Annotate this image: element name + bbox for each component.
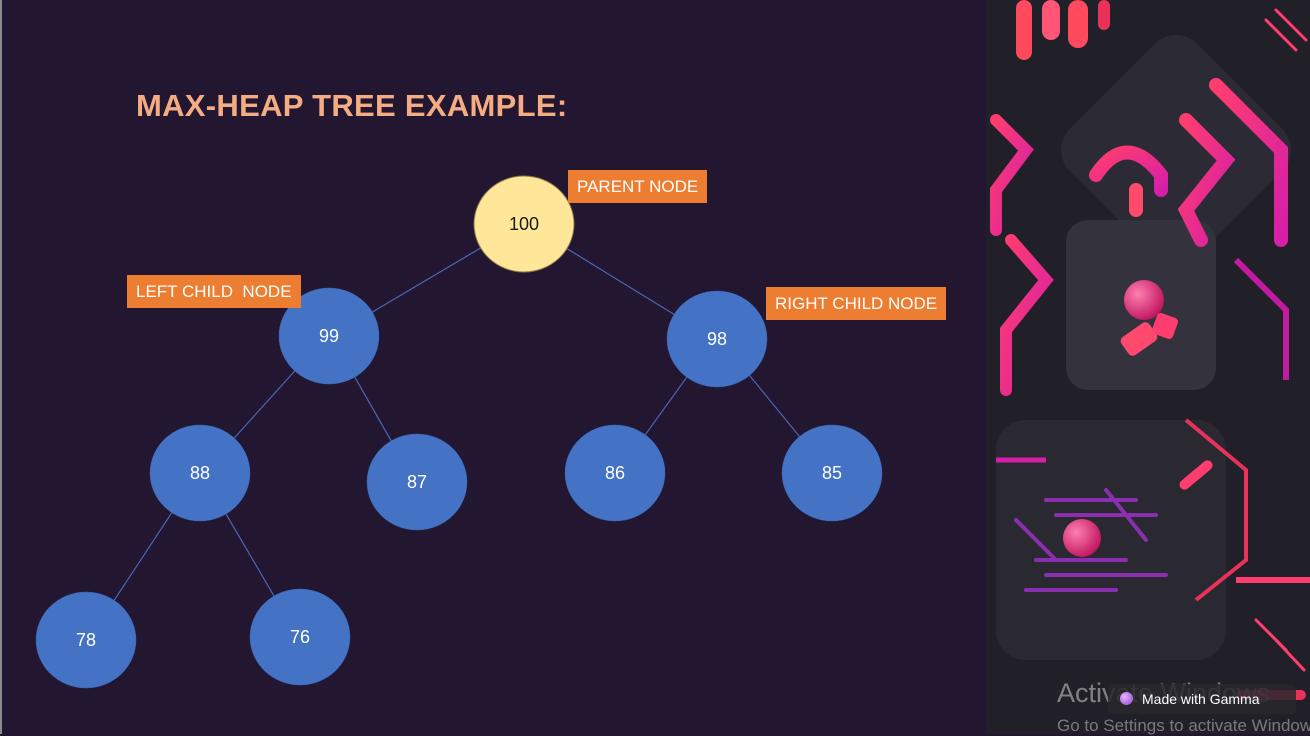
tree-node: 98 <box>666 290 768 388</box>
tree-node: 86 <box>564 424 666 522</box>
tree-node-circle <box>781 424 883 522</box>
tree-node-value: 76 <box>290 627 310 647</box>
left-child-node-label: LEFT CHILD NODE <box>127 275 301 308</box>
tree-node-circle <box>366 433 468 531</box>
tree-node-value: 87 <box>407 472 427 492</box>
tree-node: 99 <box>278 287 380 385</box>
made-with-gamma-badge[interactable]: Made with Gamma <box>1108 684 1296 714</box>
slide-left-border <box>0 0 2 734</box>
gamma-logo-icon <box>1120 692 1133 705</box>
root-node: 100 <box>473 175 575 273</box>
tree-edge-76 <box>224 512 276 598</box>
tree-node-circle <box>149 424 251 522</box>
tree-node-value: 88 <box>190 463 210 483</box>
right-child-node-label: RIGHT CHILD NODE <box>766 287 947 320</box>
tree-node-value: 98 <box>707 329 727 349</box>
tree-node-value: 100 <box>509 214 539 234</box>
decorative-art-panel <box>986 0 1310 734</box>
tree-node: 78 <box>35 591 137 689</box>
tree-nodes: 100 99 98 88 87 86 85 78 76 <box>35 175 883 689</box>
tree-node-circle <box>564 424 666 522</box>
tree-node-circle <box>666 290 768 388</box>
tree-node: 85 <box>781 424 883 522</box>
tree-node-value: 85 <box>822 463 842 483</box>
windows-activation-subtext: Go to Settings to activate Windows. <box>1057 716 1310 735</box>
tree-edge-88 <box>233 369 296 440</box>
tree-node-circle <box>278 287 380 385</box>
tree-node-circle <box>249 588 351 686</box>
tree-node: 87 <box>366 433 468 531</box>
tree-edge-85 <box>748 374 801 438</box>
tree-edge-98 <box>565 247 676 316</box>
tree-edge-87 <box>353 375 393 443</box>
tree-edges <box>113 246 801 602</box>
tree-node-value: 99 <box>319 326 339 346</box>
parent-node-label: PARENT NODE <box>568 170 708 203</box>
tree-edge-99 <box>371 246 482 314</box>
gamma-badge-label: Made with Gamma <box>1142 691 1260 707</box>
tree-node: 88 <box>149 424 251 522</box>
tree-edge-78 <box>113 511 173 602</box>
root-node-circle <box>473 175 575 273</box>
tree-node-value: 78 <box>76 630 96 650</box>
abstract-neon-art-image <box>986 0 1310 734</box>
tree-edge-86 <box>644 376 688 436</box>
tree-node-circle <box>35 591 137 689</box>
tree-node-value: 86 <box>605 463 625 483</box>
slide-title: MAX-HEAP TREE EXAMPLE: <box>136 88 568 123</box>
tree-node: 76 <box>249 588 351 686</box>
heap-tree-diagram: 100 99 98 88 87 86 85 78 76 <box>35 175 883 689</box>
